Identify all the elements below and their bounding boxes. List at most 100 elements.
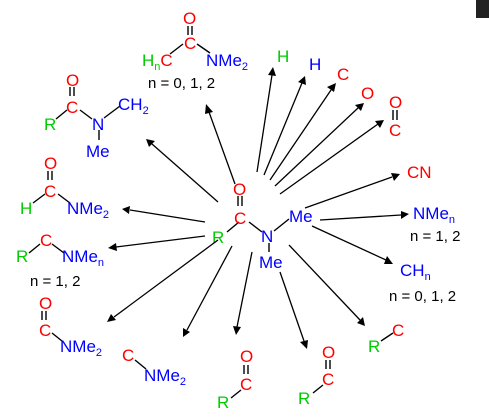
fragment-chn: CHn n = 0, 1, 2	[389, 261, 456, 305]
fragment-amide-ch2: O C R N CH2 Me	[44, 71, 149, 161]
amide-ch2-ch2-label: CH2	[118, 95, 149, 117]
arrow-cnme2-head	[183, 328, 190, 337]
rco-right-bond-rc	[312, 384, 324, 394]
arrow-co	[279, 123, 379, 195]
fragment-cnme2: C NMe2	[122, 346, 186, 388]
arrow-carbamoyl-head	[107, 314, 116, 322]
arrow-rc	[288, 244, 361, 321]
rco-right-r-label: R	[298, 389, 310, 408]
co-o-label: O	[389, 93, 402, 112]
amide-ch2-ch: CH	[118, 95, 143, 114]
rco-left-bond-rc	[230, 389, 242, 399]
formamide-bond-hc	[32, 193, 46, 204]
rco-right-o-label: O	[322, 343, 335, 362]
center-r-label: R	[212, 228, 224, 247]
formamide-o-label: O	[44, 154, 57, 173]
arrow-rco-right	[279, 271, 305, 342]
arrow-rc-head	[357, 317, 365, 326]
center-molecule: R C O N Me Me	[212, 180, 313, 272]
center-n-label: N	[261, 227, 273, 246]
arrow-rcnme	[115, 235, 206, 248]
arrow-h1	[256, 74, 273, 173]
acetamide-c1: C	[160, 51, 172, 70]
fragment-acetamide: O C HnC NMe2 n = 0, 1, 2	[142, 9, 248, 92]
amide-ch2-bond-rc	[55, 109, 68, 120]
acetamide-nme2-label: NMe2	[206, 51, 248, 73]
arrow-cnme2	[186, 245, 233, 331]
rcnme-bond-rc	[28, 243, 41, 254]
acetamide-sub: 2	[242, 61, 248, 73]
arrow-amide-ch2-head	[146, 139, 155, 147]
arrow-rco-left-head	[233, 326, 241, 335]
fragment-h1: H	[277, 47, 289, 66]
arrow-amide-ch2	[151, 143, 219, 203]
fragment-c: C	[337, 65, 349, 84]
arrow-rco-right-head	[300, 340, 308, 349]
rcnme-c-label: C	[40, 231, 52, 250]
fragment-rcnme: R C NMen n = 1, 2	[16, 231, 104, 290]
arrow-formamide	[129, 209, 206, 223]
acetamide-nme: NMe	[206, 51, 242, 70]
fragment-nmen: NMen n = 1, 2	[410, 204, 460, 245]
amide-ch2-bond-cn	[79, 109, 93, 120]
arrow-h2-head	[298, 76, 306, 85]
carbamoyl-nme: NMe	[60, 337, 96, 356]
rcnme-nme: NMe	[62, 247, 98, 266]
arrow-chn	[311, 225, 387, 261]
formamide-nme2-label: NMe2	[67, 199, 109, 221]
acetamide-note: n = 0, 1, 2	[148, 75, 215, 92]
formamide-bond-cn	[57, 193, 71, 204]
rco-right-c-label: C	[322, 370, 334, 389]
carbamoyl-sub: 2	[96, 347, 102, 359]
formamide-h-label: H	[20, 199, 32, 218]
fragment-o: O	[361, 84, 374, 103]
carbamoyl-nme2-label: NMe2	[60, 337, 102, 359]
rcnme-nme-label: NMen	[62, 247, 104, 269]
center-bond-c-n	[248, 221, 263, 233]
arrow-chn-head	[384, 256, 393, 264]
rc-c-label: C	[392, 321, 404, 340]
rco-left-c-label: C	[240, 375, 252, 394]
chn-sub: n	[425, 271, 431, 283]
rco-left-r-label: R	[217, 393, 229, 412]
acetamide-n-sub: n	[154, 61, 160, 73]
chn-ch: CH	[400, 261, 425, 280]
fragment-rco-left: O C R	[217, 347, 253, 412]
acetamide-o-label: O	[183, 9, 196, 28]
carbamoyl-o-label: O	[39, 294, 52, 313]
amide-ch2-r-label: R	[44, 115, 56, 134]
carbamoyl-bond-cn	[51, 332, 63, 342]
rcnme-note: n = 1, 2	[30, 273, 80, 290]
center-me-down-label: Me	[259, 253, 283, 272]
fragment-h2: H	[309, 55, 321, 74]
cnme2-nme2-label: NMe2	[144, 366, 186, 388]
square-icon	[476, 0, 489, 18]
cnme2-bond-cn	[134, 359, 147, 370]
fragment-cn: CN	[407, 163, 432, 182]
center-c-label: C	[234, 209, 246, 228]
arrow-rco-left	[236, 251, 253, 328]
rco-left-o-label: O	[240, 347, 253, 366]
amide-ch2-me-label: Me	[86, 142, 110, 161]
fragment-formamide: O C H NMe2	[20, 154, 109, 221]
acetamide-hnc-label: HnC	[142, 51, 173, 73]
arrow-c-head	[327, 83, 336, 92]
rc-bond	[380, 332, 394, 342]
fragment-rc: R C	[368, 321, 404, 356]
arrow-rcnme-head	[108, 243, 117, 251]
co-c-label: C	[389, 121, 401, 140]
acetamide-c2-label: C	[184, 34, 196, 53]
acetamide-h: H	[142, 51, 154, 70]
formamide-sub: 2	[103, 209, 109, 221]
cnme2-c-label: C	[122, 346, 134, 365]
arrow-carbamoyl	[113, 239, 219, 318]
formamide-c-label: C	[44, 182, 56, 201]
acetamide-bond-cn	[196, 43, 211, 54]
arrow-acetamide-head	[205, 104, 213, 114]
fragment-rco-right: O C R	[298, 343, 335, 408]
carbamoyl-c-label: C	[39, 321, 51, 340]
rc-r-label: R	[368, 337, 380, 356]
amide-ch2-sub: 2	[143, 105, 149, 117]
arrow-acetamide	[208, 111, 236, 185]
